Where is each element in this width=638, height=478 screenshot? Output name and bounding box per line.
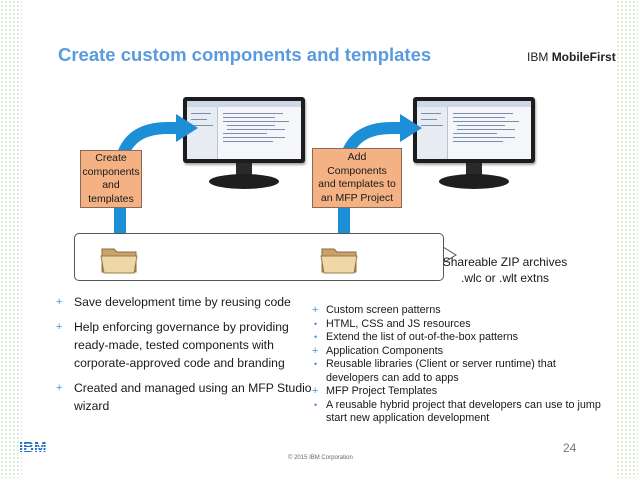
brand-bold: MobileFirst (551, 50, 616, 64)
archive-bubble (74, 233, 444, 281)
create-components-box: Create components and templates (80, 150, 142, 208)
bullet-dot-icon: • (314, 332, 318, 343)
shareable-zip-label: Shareable ZIP archives .wlc or .wlt extn… (442, 255, 568, 285)
list-item: •Reusable libraries (Client or server ru… (314, 358, 556, 384)
plus-icon: + (312, 344, 319, 357)
folder-icon-right (320, 248, 358, 274)
list-item: •HTML, CSS and JS resources (314, 317, 471, 330)
plus-icon: + (56, 321, 63, 333)
list-item: +Created and managed using an MFP Studio… (56, 381, 312, 413)
bullet-dot-icon: • (314, 359, 318, 370)
plus-icon: + (312, 304, 319, 316)
add-components-box: Add Components and templates to an MFP P… (312, 148, 402, 208)
list-item: +Custom screen patterns (312, 304, 441, 316)
bullet-dot-icon: • (314, 318, 318, 329)
list-item: +Save development time by reusing code (56, 295, 291, 309)
monitor-icon-left (183, 97, 305, 193)
plus-icon: + (56, 382, 63, 394)
page-number: 24 (563, 441, 577, 455)
list-item: +Application Components (312, 344, 444, 357)
plus-icon: + (312, 385, 319, 398)
copyright-text: © 2015 IBM Corporation (288, 455, 353, 461)
ibm-mobilefirst-logo: IBM MobileFirst (527, 50, 616, 64)
list-item: •Extend the list of out-of-the-box patte… (314, 331, 519, 344)
monitor-icon-right (413, 97, 535, 193)
list-item: •A reusable hybrid project that develope… (314, 398, 601, 425)
ibm-logo: IBM (19, 439, 57, 454)
left-dot-pattern (0, 0, 22, 478)
plus-icon: + (56, 296, 63, 308)
list-item: +MFP Project Templates (312, 385, 438, 398)
right-dot-pattern (616, 0, 638, 478)
folder-icon-left (100, 248, 138, 274)
left-bullet-list: +Save development time by reusing code +… (56, 293, 316, 422)
bullet-dot-icon: • (314, 399, 318, 410)
slide-title: Create custom components and templates (58, 44, 432, 65)
brand-prefix: IBM (527, 50, 549, 64)
right-bullet-list: +Custom screen patterns •HTML, CSS and J… (312, 304, 602, 426)
list-item: +Help enforcing governance by providing … (56, 320, 289, 370)
